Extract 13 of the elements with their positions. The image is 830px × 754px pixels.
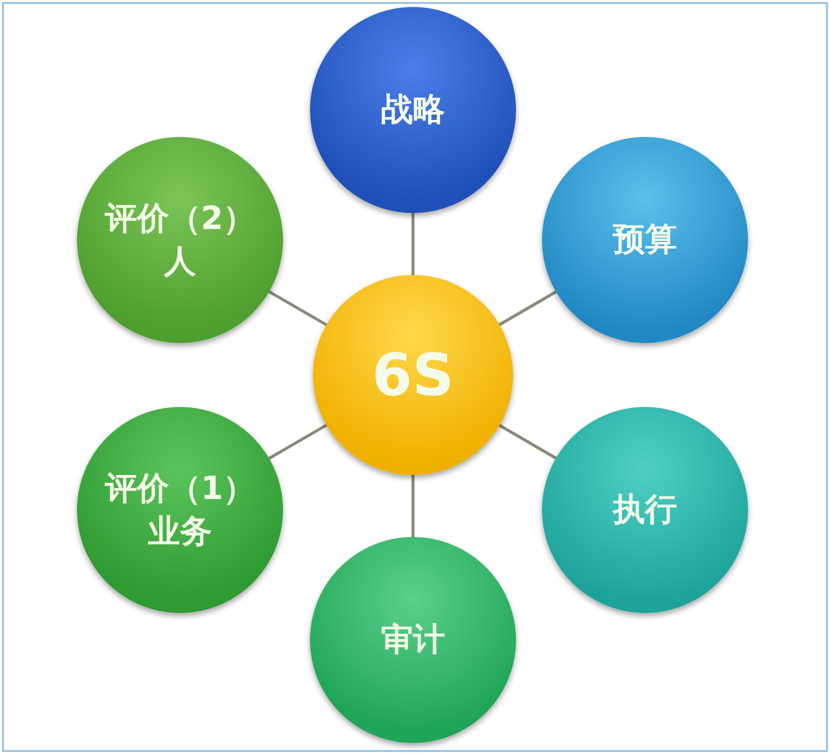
connector-line (412, 213, 414, 275)
connector-line (498, 424, 557, 460)
connector-line (498, 290, 557, 326)
connector-line (268, 290, 328, 326)
connector-line (268, 424, 328, 460)
connector-line (412, 475, 414, 537)
topic-circle: 执行 (542, 407, 748, 613)
topic-circle: 评价（2）人 (77, 137, 283, 343)
center-circle: 6S (313, 275, 513, 475)
topic-circle: 预算 (542, 137, 748, 343)
topic-circle: 评价（1）业务 (77, 407, 283, 613)
topic-circle: 审计 (310, 537, 516, 743)
topic-circle: 战略 (310, 7, 516, 213)
